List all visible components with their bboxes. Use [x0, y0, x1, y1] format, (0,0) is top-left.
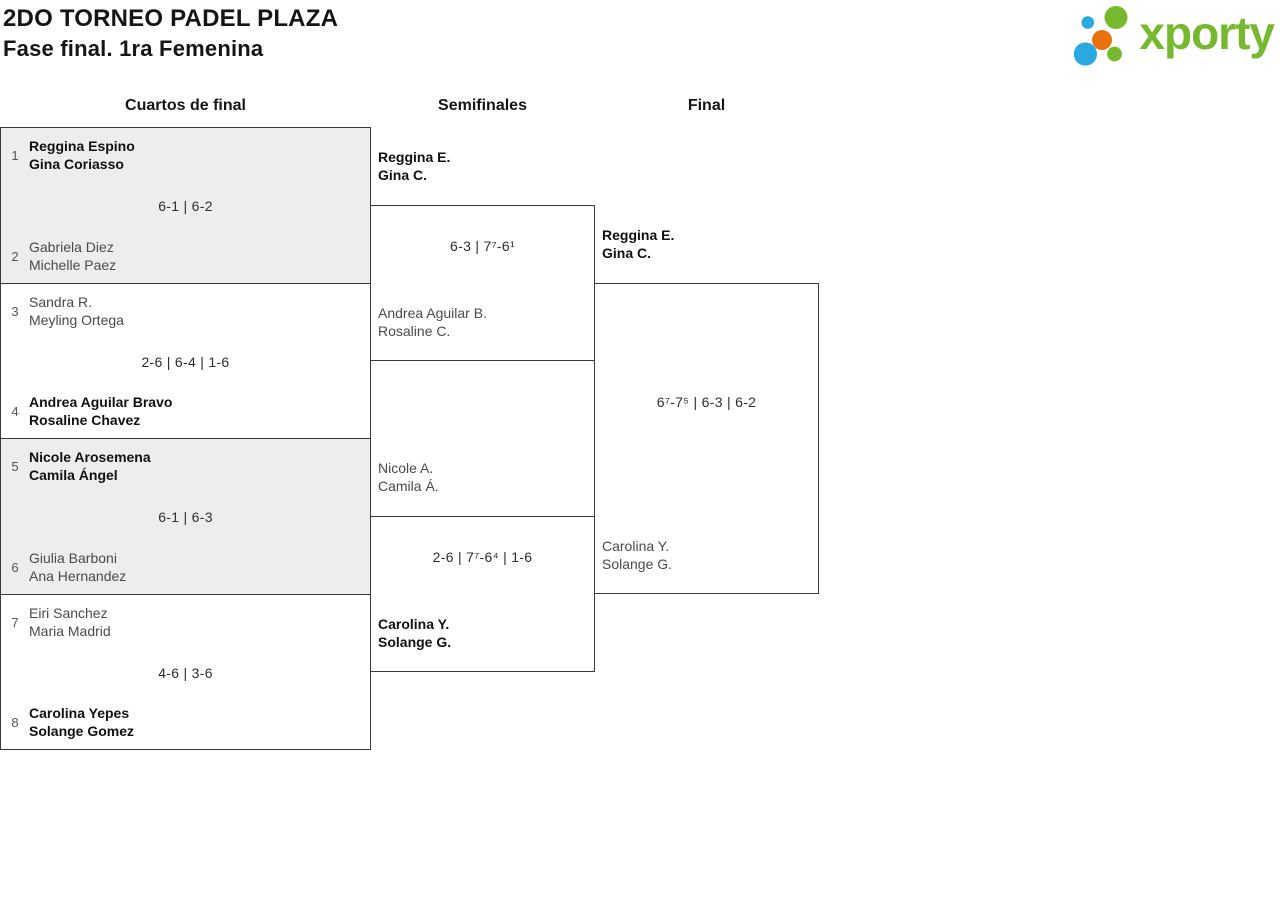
match-final: Reggina E. Gina C. 6⁷-7⁵ | 6-3 | 6-2 Car…: [594, 227, 819, 594]
team-names: Eiri Sanchez Maria Madrid: [29, 604, 111, 640]
seed-number: 3: [11, 303, 19, 319]
player-name: Rosaline C.: [378, 323, 451, 339]
team-names: Carolina Y. Solange G.: [378, 615, 451, 651]
team-names: Sandra R. Meyling Ortega: [29, 293, 124, 329]
seed-number: 7: [11, 614, 19, 630]
round-header-final: Final: [687, 97, 726, 114]
player-name: Giulia Barboni: [29, 550, 117, 566]
player-name: Rosaline Chavez: [29, 412, 141, 428]
page-title: 2DO TORNEO PADEL PLAZA: [3, 5, 339, 32]
match-score: 6-1 | 6-3: [158, 509, 213, 525]
team-names: Reggina E. Gina C.: [602, 226, 674, 262]
player-name: Gina Coriasso: [29, 156, 124, 172]
player-name: Andrea Aguilar B.: [378, 305, 487, 321]
match-semifinal-2: Nicole A. Camila Á. 2-6 | 7⁷-6⁴ | 1-6 Ca…: [370, 460, 595, 672]
player-name: Solange G.: [602, 556, 673, 572]
team-names: Nicole A. Camila Á.: [378, 459, 439, 495]
team-names: Giulia Barboni Ana Hernandez: [29, 549, 126, 585]
player-name: Reggina E.: [378, 149, 451, 165]
player-name: Carolina Yepes: [29, 705, 130, 721]
player-name: Michelle Paez: [29, 257, 117, 273]
match-quarterfinal-2: 3 Sandra R. Meyling Ortega 2-6 | 6-4 | 1…: [0, 283, 371, 439]
match-score: 2-6 | 7⁷-6⁴ | 1-6: [432, 549, 533, 565]
round-header-quarterfinals: Cuartos de final: [125, 97, 246, 114]
seed-number: 8: [11, 714, 19, 730]
team-slot: Reggina E. Gina C.: [602, 226, 674, 262]
team-names: Reggina Espino Gina Coriasso: [29, 137, 135, 173]
team-slot: 8 Carolina Yepes Solange Gomez: [8, 704, 134, 740]
player-name: Gabriela Diez: [29, 239, 114, 255]
team-slot: 6 Giulia Barboni Ana Hernandez: [8, 549, 126, 585]
team-slot: Carolina Y. Solange G.: [378, 615, 451, 651]
team-names: Andrea Aguilar Bravo Rosaline Chavez: [29, 393, 172, 429]
player-name: Eiri Sanchez: [29, 605, 108, 621]
seed-number: 4: [11, 403, 19, 419]
player-name: Meyling Ortega: [29, 312, 124, 328]
player-name: Reggina Espino: [29, 138, 135, 154]
player-name: Camila Á.: [378, 478, 439, 494]
seed-number: 2: [11, 248, 19, 264]
logo-dots-icon: [1074, 6, 1128, 66]
match-score: 4-6 | 3-6: [158, 665, 213, 681]
match-semifinal-1: Reggina E. Gina C. 6-3 | 7⁷-6¹ Andrea Ag…: [370, 149, 595, 361]
match-score: 2-6 | 6-4 | 1-6: [141, 354, 230, 370]
xporty-logo: xporty: [1070, 3, 1275, 67]
player-name: Andrea Aguilar Bravo: [29, 394, 173, 410]
team-slot: Nicole A. Camila Á.: [378, 459, 439, 495]
team-slot: Andrea Aguilar B. Rosaline C.: [378, 304, 487, 340]
team-slot: Reggina E. Gina C.: [378, 148, 450, 184]
team-slot: 5 Nicole Arosemena Camila Ángel: [8, 448, 151, 484]
logo-wordmark: xporty: [1139, 7, 1275, 59]
team-slot: 1 Reggina Espino Gina Coriasso: [8, 137, 135, 173]
match-quarterfinal-4: 7 Eiri Sanchez Maria Madrid 4-6 | 3-6 8 …: [0, 594, 371, 750]
match-score: 6⁷-7⁵ | 6-3 | 6-2: [656, 394, 757, 410]
seed-number: 1: [11, 147, 19, 163]
team-slot: 7 Eiri Sanchez Maria Madrid: [8, 604, 111, 640]
player-name: Camila Ángel: [29, 467, 118, 483]
team-names: Andrea Aguilar B. Rosaline C.: [378, 304, 487, 340]
team-names: Nicole Arosemena Camila Ángel: [29, 448, 151, 484]
match-quarterfinal-3: 5 Nicole Arosemena Camila Ángel 6-1 | 6-…: [0, 438, 371, 595]
player-name: Carolina Y.: [602, 538, 670, 554]
team-slot: Carolina Y. Solange G.: [602, 537, 672, 573]
round-header-semifinals: Semifinales: [438, 97, 527, 114]
match-score: 6-3 | 7⁷-6¹: [450, 238, 515, 254]
player-name: Nicole A.: [378, 460, 434, 476]
team-names: Carolina Y. Solange G.: [602, 537, 672, 573]
team-slot: 3 Sandra R. Meyling Ortega: [8, 293, 124, 329]
player-name: Maria Madrid: [29, 623, 111, 639]
player-name: Carolina Y.: [378, 616, 450, 632]
team-names: Carolina Yepes Solange Gomez: [29, 704, 134, 740]
seed-number: 5: [11, 458, 19, 474]
team-names: Gabriela Diez Michelle Paez: [29, 238, 116, 274]
player-name: Gina C.: [602, 245, 652, 261]
team-slot: 4 Andrea Aguilar Bravo Rosaline Chavez: [8, 393, 172, 429]
player-name: Nicole Arosemena: [29, 449, 151, 465]
player-name: Ana Hernandez: [29, 568, 127, 584]
seed-number: 6: [11, 559, 19, 575]
player-name: Solange Gomez: [29, 723, 135, 739]
player-name: Solange G.: [378, 634, 452, 650]
player-name: Sandra R.: [29, 294, 93, 310]
page-subtitle: Fase final. 1ra Femenina: [3, 36, 264, 61]
match-score: 6-1 | 6-2: [158, 198, 213, 214]
player-name: Reggina E.: [602, 227, 675, 243]
match-quarterfinal-1: 1 Reggina Espino Gina Coriasso 6-1 | 6-2…: [0, 127, 371, 284]
team-slot: 2 Gabriela Diez Michelle Paez: [8, 238, 116, 274]
team-names: Reggina E. Gina C.: [378, 148, 450, 184]
player-name: Gina C.: [378, 167, 428, 183]
